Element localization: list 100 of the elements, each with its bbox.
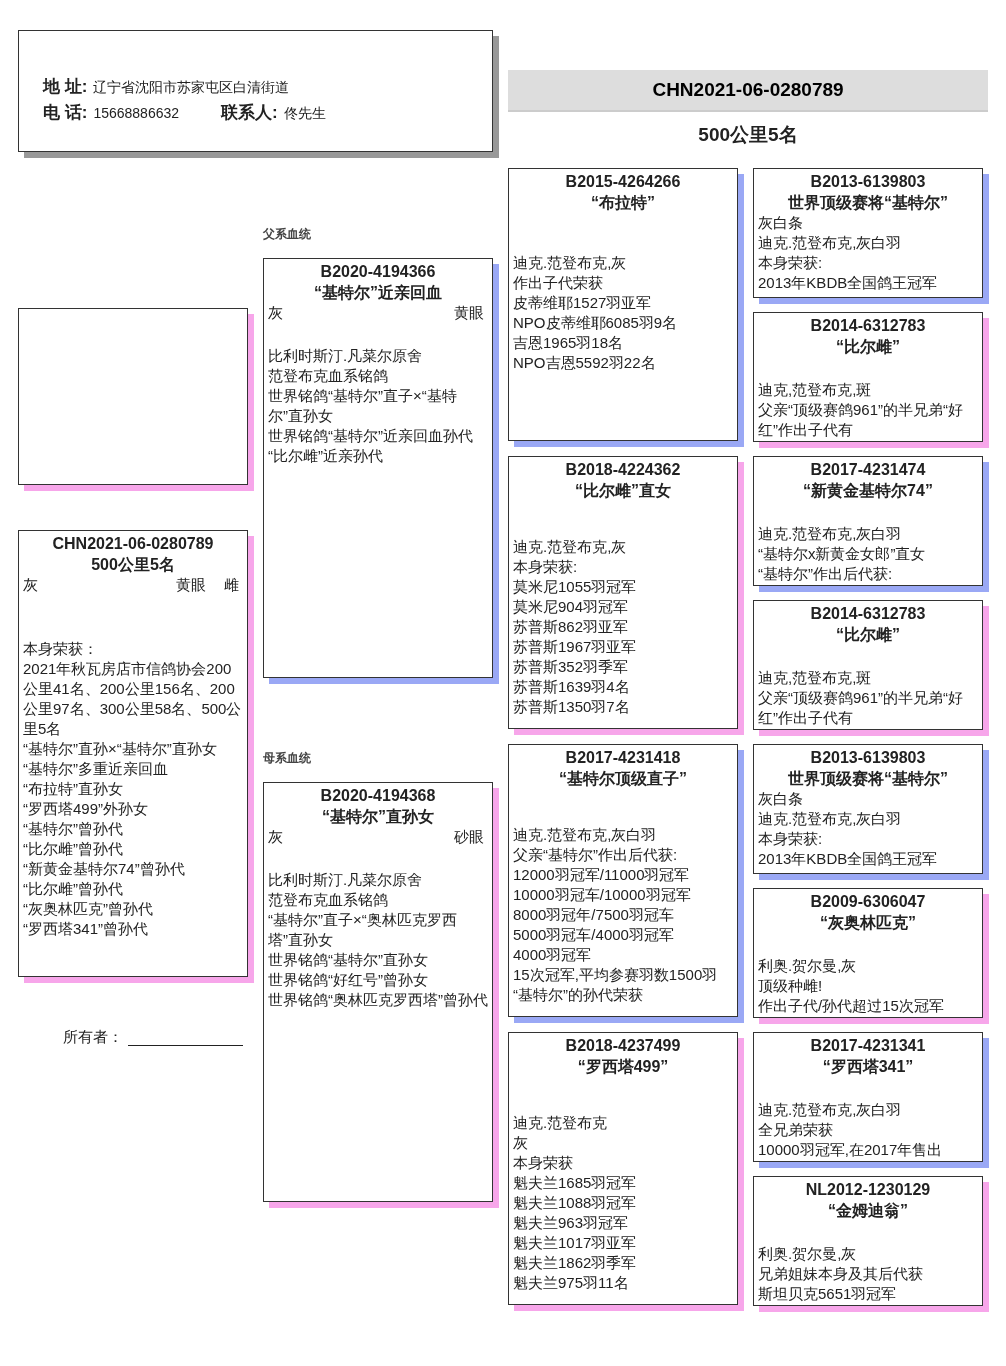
pedigree-card: [753, 456, 983, 586]
pigeon-name: “金姆迪翁”: [827, 1201, 909, 1221]
info-line: 2013年KBDB全国鸽王冠军: [758, 273, 939, 293]
info-line: “布拉特”直孙女: [23, 779, 124, 799]
feather-color: 灰: [268, 303, 283, 323]
info-line: 魁夫兰975羽11名: [513, 1273, 630, 1293]
info-line: “基特尔”的孙代荣获: [513, 985, 644, 1005]
info-line: 父亲“顶级赛鸽961”的半兄弟“好红”作出子代有: [758, 400, 964, 440]
ring-number: B2015-4264266: [564, 172, 682, 192]
pedigree-card: [753, 168, 983, 298]
info-line: 吉恩1965羽18名: [513, 333, 625, 353]
field-value: 15668886632: [93, 105, 180, 121]
info-line: 魁夫兰1088羽冠军: [513, 1193, 638, 1213]
pedigree-card: [508, 1032, 738, 1305]
info-line: “基特尔x新黄金女郎”直女: [758, 544, 927, 564]
info-line: 4000羽冠军: [513, 945, 593, 965]
info-line: 5000羽冠车/4000羽冠军: [513, 925, 675, 945]
ring-number: B2017-4231418: [564, 748, 682, 768]
info-line: 世界铭鸽“好红号”曾孙女: [268, 970, 429, 990]
info-line: “基特尔”作出后代获:: [758, 564, 894, 584]
pigeon-name: “罗西塔499”: [576, 1057, 670, 1077]
info-line: 迪克,范登布克,斑: [758, 380, 873, 400]
info-line: 苏普斯1350羽7名: [513, 697, 631, 717]
info-line: 2021年秋瓦房店市信鸽协会200公里41名、200公里156名、200公里97名、300公里58名、500公里5名: [23, 659, 243, 739]
ring-number: B2020-4194366: [319, 262, 437, 282]
info-line: 本身荣获:: [513, 557, 579, 577]
info-line: 2013年KBDB全国鸽王冠军: [758, 849, 939, 869]
info-line: 苏普斯352羽季军: [513, 657, 630, 677]
pedigree-card: [508, 456, 738, 729]
info-line: 兄弟姐妹本身及其后代获: [758, 1264, 924, 1284]
info-line: “罗西塔341”曾孙代: [23, 919, 150, 939]
info-line: “基特尔”曾孙代: [23, 819, 124, 839]
pigeon-name: “布拉特”: [590, 193, 656, 213]
info-line: “比尔雌”近亲孙代: [268, 446, 384, 466]
info-line: 世界铭鸽“基特尔”直子×“基特尔”直孙女: [268, 386, 458, 426]
pigeon-name: “灰奥林匹克”: [819, 913, 917, 933]
info-line: “基特尔”多重近亲回血: [23, 759, 169, 779]
eye-color: 砂眼: [454, 828, 484, 845]
info-line: 世界铭鸽“基特尔”直孙女: [268, 950, 429, 970]
ring-number: B2018-4237499: [564, 1036, 682, 1056]
ring-number: B2009-6306047: [809, 892, 927, 912]
info-line: 作出子代/孙代超过15次冠军: [758, 996, 945, 1016]
pigeon-name: 世界顶级赛将“基特尔”: [787, 769, 949, 789]
feather-color: 灰: [23, 575, 38, 595]
info-line: “比尔雌”曾孙代: [23, 839, 124, 859]
eye-color: 黄眼: [176, 576, 206, 593]
info-line: 15次冠军,平均参赛羽数1500羽: [513, 965, 719, 985]
info-line: 灰白条: [758, 789, 804, 809]
info-line: 魁夫兰1862羽季军: [513, 1253, 638, 1273]
field-value: 佟先生: [283, 105, 326, 121]
pedigree-card: [753, 888, 983, 1018]
info-line: 迪克.范登布克,灰白羽: [758, 233, 903, 253]
pedigree-card: [263, 782, 493, 1202]
info-line: 皮蒂维耶1527羽亚军: [513, 293, 653, 313]
info-line: 范登布克血系铭鸽: [268, 366, 389, 386]
info-line: 迪克.范登布克,灰: [513, 253, 628, 273]
info-line: 魁夫兰1017羽亚军: [513, 1233, 638, 1253]
info-line: 顶级种雌!: [758, 976, 824, 996]
info-line: 迪克.范登布克: [513, 1113, 609, 1133]
info-line: NPO皮蒂维耶6085羽9名: [513, 313, 679, 333]
ring-number: B2017-4231474: [809, 460, 927, 480]
field-value: 辽宁省沈阳市苏家屯区白清街道: [93, 79, 290, 95]
pedigree-card: [508, 744, 738, 1017]
pigeon-name: “罗西塔341”: [821, 1057, 915, 1077]
info-line: 迪克.范登布克,灰白羽: [758, 1100, 903, 1120]
photo-frame: [18, 308, 248, 485]
pedigree-card: [753, 312, 983, 442]
pigeon-name: 500公里5名: [90, 555, 176, 575]
ring-number-title: CHN2021-06-0280789: [652, 79, 844, 101]
info-line: 范登布克血系铭鸽: [268, 890, 389, 910]
pedigree-card: [753, 1032, 983, 1162]
owner-label: 所有者：: [63, 1028, 123, 1047]
subtitle: 500公里5名: [697, 123, 799, 147]
ring-number: B2017-4231341: [809, 1036, 927, 1056]
pedigree-card: [753, 600, 983, 730]
ring-number: CHN2021-06-0280789: [51, 534, 215, 554]
info-line: 本身荣获:: [758, 253, 824, 273]
info-line: 灰: [513, 1133, 529, 1153]
info-line: “基特尔”直子×“奥林匹克罗西塔”直孙女: [268, 910, 458, 950]
info-line: 莫米尼1055羽冠军: [513, 577, 638, 597]
info-line: 世界铭鸽“奥林匹克罗西塔”曾孙代: [268, 990, 488, 1010]
info-line: 迪克,范登布克,斑: [758, 668, 873, 688]
pigeon-name: “基特尔”近亲回血: [313, 283, 443, 303]
info-line: 迪克.范登布克,灰: [513, 537, 628, 557]
pedigree-card: [753, 1176, 983, 1306]
pigeon-name: “比尔雌”直女: [574, 481, 672, 501]
info-line: 迪克.范登布克,灰白羽: [513, 825, 658, 845]
info-line: 斯坦贝克5651羽冠军: [758, 1284, 898, 1304]
ring-number: B2018-4224362: [564, 460, 682, 480]
eye-color: 黄眼: [454, 304, 484, 321]
info-line: 苏普斯1639羽4名: [513, 677, 631, 697]
ring-number: B2020-4194368: [319, 786, 437, 806]
info-line: 苏普斯1967羽亚军: [513, 637, 638, 657]
field-label: 地 址:: [43, 77, 88, 96]
info-line: 苏普斯862羽亚军: [513, 617, 630, 637]
pigeon-name: 世界顶级赛将“基特尔”: [787, 193, 949, 213]
info-line: 父亲“基特尔”作出后代获:: [513, 845, 679, 865]
info-line: “比尔雌”曾孙代: [23, 879, 124, 899]
info-line: 本身荣获: [513, 1153, 574, 1173]
section-label: 父系血统: [263, 226, 311, 243]
